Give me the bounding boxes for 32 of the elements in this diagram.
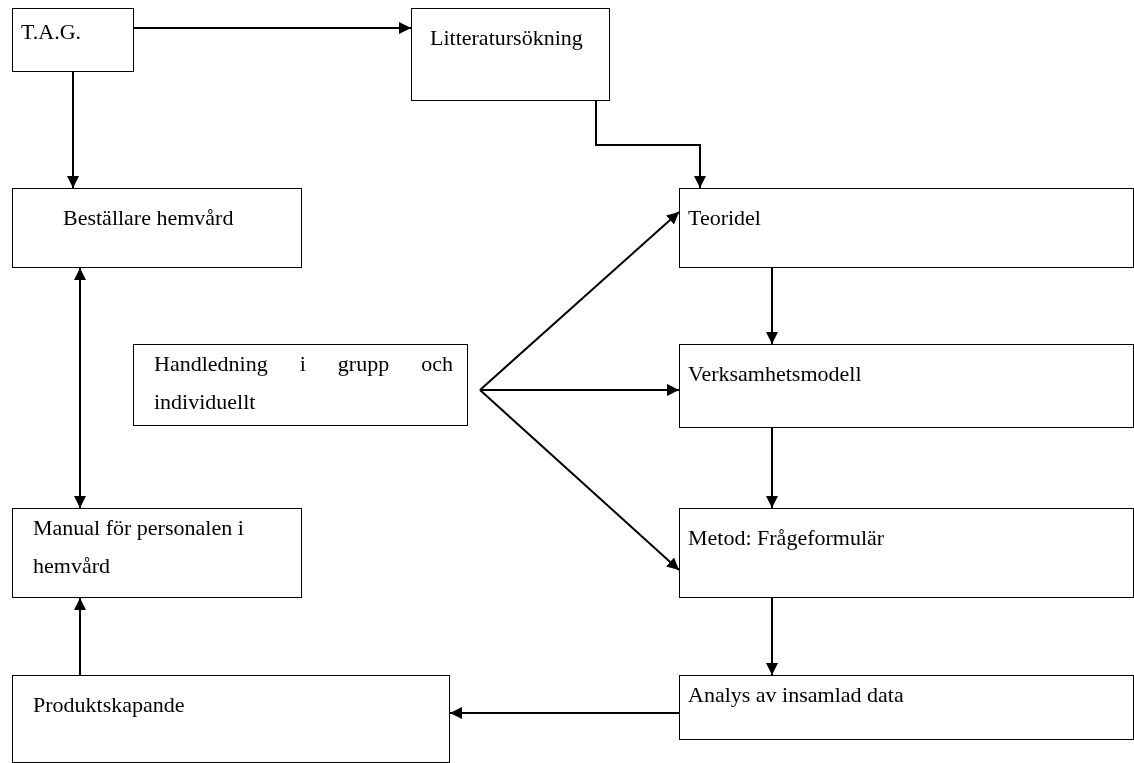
arrow [595,100,706,189]
process-box [12,8,134,72]
arrow [479,384,680,396]
box-label: Analys av insamlad data [688,681,905,709]
box-label: Metod: Frågeformulär [688,524,886,552]
process-box [679,675,1134,740]
box-label: Litteratursökning [430,24,584,52]
process-box [12,675,450,763]
box-label: Beställare hemvård [63,204,235,232]
process-box [411,8,610,101]
arrow [133,22,412,34]
arrow [74,267,86,509]
arrow [74,597,86,676]
arrow [479,211,680,391]
arrow [67,71,79,189]
arrow [766,427,778,509]
box-label: Verksamhetsmodell [688,360,863,388]
arrow [449,707,680,719]
box-label: Handledning i grupp och individuellt [154,350,453,416]
process-box [679,188,1134,268]
box-label: Produktskapande [33,691,186,719]
process-box [679,508,1134,598]
arrow [766,267,778,345]
arrow [479,389,680,571]
box-label: T.A.G. [21,18,83,46]
arrow [766,597,778,676]
process-box [12,508,302,598]
process-box [133,344,468,426]
process-box [679,344,1134,428]
process-box [12,188,302,268]
box-label: Teoridel [688,204,762,232]
box-label: Manual för personalen i hemvård [33,514,245,580]
